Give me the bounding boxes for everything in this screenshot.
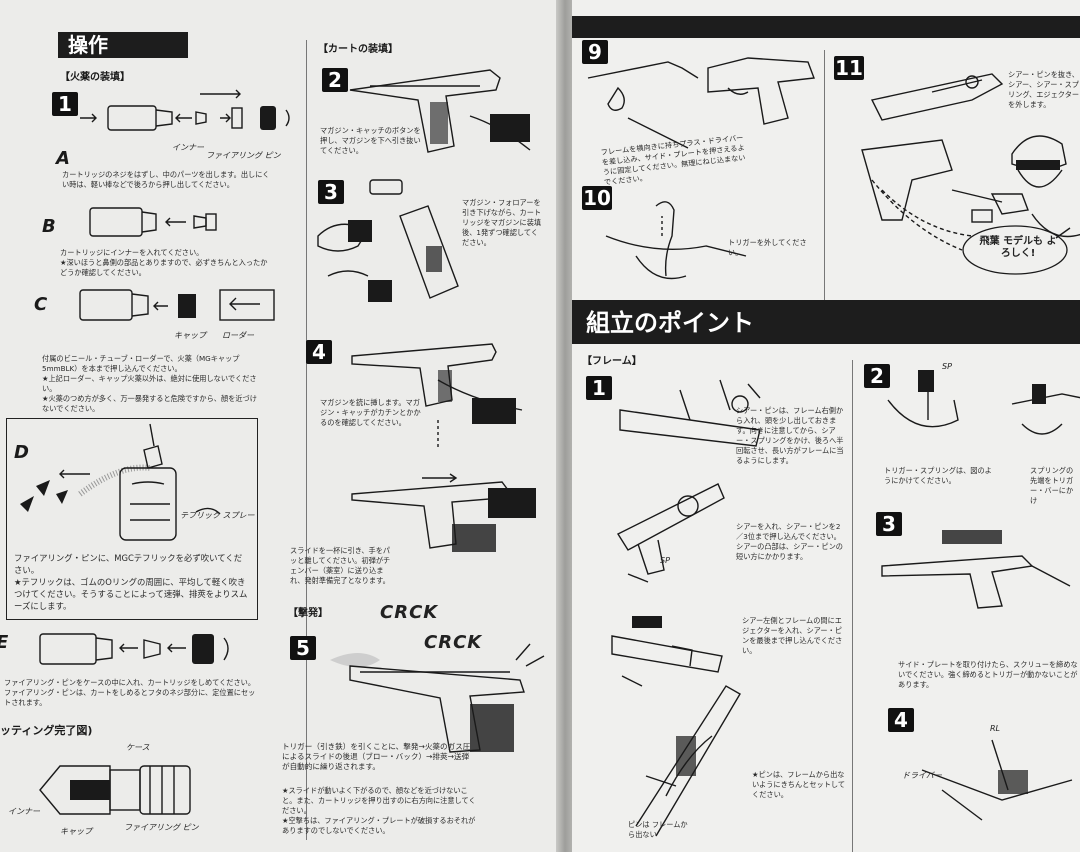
- screw-tighten-illustration: [921, 739, 1073, 821]
- cart-section-title: 【カートの装填】: [318, 44, 398, 55]
- frame-assembled-illustration: [635, 685, 741, 837]
- step-1-number: 1: [52, 92, 78, 116]
- frame-step-2-text: トリガー・スプリングは、図のようにかけてください。: [884, 466, 992, 485]
- frame-step-2-number: 2: [864, 364, 890, 388]
- sp-label: SP: [660, 556, 670, 565]
- step-4-number: 4: [306, 340, 332, 364]
- magazine-release-illustration: [349, 69, 531, 153]
- crck-sound-effect-1: CRCK: [380, 602, 439, 623]
- powder-section-title: 【火薬の装填】: [60, 72, 130, 83]
- step-e-text: ファイアリング・ピンをケースの中に入れ、カートリッジをしめてください。ファイアリ…: [4, 678, 256, 707]
- inner-label-2: インナー: [8, 807, 40, 816]
- sear-insert-illustration: [616, 483, 725, 583]
- firing-pistol-illustration: [330, 643, 545, 753]
- frame-step-2b-text: スプリングの先端をトリガー・バーにかけ: [1030, 466, 1074, 505]
- cartridge-cutaway-illustration: [39, 765, 191, 815]
- step-5-number: 5: [290, 636, 316, 660]
- case-label: ケース: [126, 743, 150, 752]
- trigger-removal-illustration: [605, 201, 747, 280]
- ejector-insert-illustration: [611, 616, 723, 687]
- spring-hook-illustration: [1011, 384, 1080, 435]
- assembly-header-band: [572, 300, 1080, 344]
- firing-pin-label: ファイアリング ピン: [206, 151, 281, 160]
- magazine-insert-illustration: [351, 343, 523, 450]
- crck-sound-effect-2: CRCK: [424, 632, 483, 653]
- step-3-number: 3: [318, 180, 344, 204]
- inner-label: インナー: [172, 143, 204, 152]
- letter-e: E: [0, 632, 8, 653]
- loader-label: ローダー: [222, 331, 254, 340]
- step-3-text: マガジン・フォロアーを引き下げながら、カートリッジをマガジンに装填後、1発ずつ確…: [462, 198, 542, 247]
- left-page: 操作 【火薬の装填】 1 インナー ファイアリング ピン A カートリッジのネジ…: [0, 0, 560, 852]
- sear-pin-removal-illustration: [870, 73, 1004, 121]
- column-divider: [306, 40, 307, 840]
- frame-step-3-number: 3: [876, 512, 902, 536]
- step-d-text: ファイアリング・ピンに、MGCテフリックを必ず吹いてください。 ★テフリックは、…: [14, 553, 248, 611]
- step-a-text: カートリッジのネジをはずし、中のパーツを出します。出しにくい時は、軽い棒などで後…: [62, 170, 270, 189]
- slide-pull-illustration: [351, 473, 536, 552]
- step-d-box: [6, 418, 258, 620]
- assembly-points-header: 組立のポイント: [586, 309, 754, 337]
- fire-section-title: 【撃発】: [288, 608, 328, 619]
- speech-bubble: [962, 225, 1071, 275]
- frame-section-title: 【フレーム】: [582, 356, 642, 367]
- step-2-number: 2: [322, 68, 348, 92]
- pin-note-label: ピンは フレームから出ない: [628, 820, 688, 839]
- trigger-spring-illustration: [887, 370, 959, 428]
- side-plate-removal-illustration: [587, 57, 815, 149]
- step-10-text: トリガーを外してください。: [728, 238, 807, 257]
- teflic-spray-illustration: [20, 423, 221, 541]
- frame-step-1-text: シアー・ピンは、フレーム右側から入れ、頭を少し出しておきます。向きに注意してから…: [736, 406, 844, 465]
- step-4-text: マガジンを銃に挿します。マガジン・キャッチがカチンとかかるのを確認してください。: [320, 398, 421, 427]
- speech-bubble-text: 飛葉 モデルも よろしく!: [979, 236, 1057, 259]
- firing-pin-label-2: ファイアリング ピン: [124, 823, 199, 832]
- frame-step-1-number: 1: [586, 376, 612, 400]
- cap-label-2: キャップ: [60, 827, 92, 836]
- step-b-text: カートリッジにインナーを入れてください。 ★深いほうと鼻側の部品とありますので、…: [60, 248, 268, 277]
- cartridge-parts-illustration: [80, 89, 290, 131]
- sear-pin-insert-illustration: [619, 379, 761, 447]
- sp-label-2: SP: [942, 362, 952, 371]
- frame-step-3-text: サイド・プレートを取り付けたら、スクリューを締めないでください。強く締めるとトリ…: [898, 660, 1078, 689]
- right-divider-bottom: [852, 360, 853, 852]
- teflic-spray-label: テフリック スプレー: [180, 511, 255, 520]
- letter-d: D: [14, 442, 29, 463]
- step-11-text: シアー・ピンを抜き、シアー、シアー・スプリング、エジェクターを外します。: [1008, 70, 1080, 109]
- step-c-text: 付属のビニール・チューブ・ローダーで、火薬（MGキャップ5mmBLK）を本まで押…: [42, 354, 257, 413]
- operation-header: 操作: [58, 32, 188, 58]
- frame-step-1c-text: シアー左側とフレームの間にエジェクターを入れ、シアー・ピンを最後まで押し込んでく…: [742, 616, 843, 655]
- driver-label: ドライバー: [902, 771, 942, 780]
- cap-label: キャップ: [174, 331, 206, 340]
- cartridge-inner-illustration: [89, 207, 217, 237]
- frame-step-1d-text: ★ピンは、フレームから出ないようにきちんとセットしてください。: [752, 770, 846, 799]
- top-black-band: [572, 16, 1080, 38]
- letter-c: C: [34, 294, 48, 315]
- binding-gutter: [556, 0, 576, 852]
- letter-b: B: [42, 216, 56, 237]
- right-page: 9 フレームを横向きに持ちプラス・ドライバーを差し込み、サイド・プレートを押さえ…: [572, 0, 1080, 852]
- right-divider-top: [824, 50, 825, 300]
- step-10-number: 10: [582, 186, 612, 210]
- frame-step-4-number: 4: [888, 708, 914, 732]
- side-plate-install-illustration: [881, 530, 1071, 609]
- cartridge-cap-loader-illustration: [79, 289, 275, 321]
- cartridge-assembly-illustration: [39, 633, 229, 665]
- rl-label: RL: [990, 724, 1001, 733]
- step-5-text: トリガー（引き鉄）を引くことに、撃発→火薬のガス圧によるスライドの後退（ブロー・…: [282, 742, 471, 771]
- letter-a: A: [56, 148, 70, 169]
- step-4b-text: スライドを一杯に引き、手をパッと離してください。初弾がチェンバー（薬室）に送り込…: [290, 546, 391, 585]
- step-9-number: 9: [582, 40, 608, 64]
- magazine-loading-illustration: [317, 179, 459, 302]
- step-5b-text: ★スライドが動いよく下がるので、顔などを近づけないこと。また、カートリッジを押り…: [282, 786, 476, 835]
- setting-complete-title: ッティング完了図): [0, 724, 93, 737]
- step-2-text: マガジン・キャッチのボタンを押し、マガジンを下へ引き抜いてください。: [320, 126, 421, 155]
- step-11-number: 11: [834, 56, 864, 80]
- frame-step-1b-text: シアーを入れ、シアー・ピンを2／3位まで押し込んでください。シアーの凸部は、シア…: [736, 522, 843, 561]
